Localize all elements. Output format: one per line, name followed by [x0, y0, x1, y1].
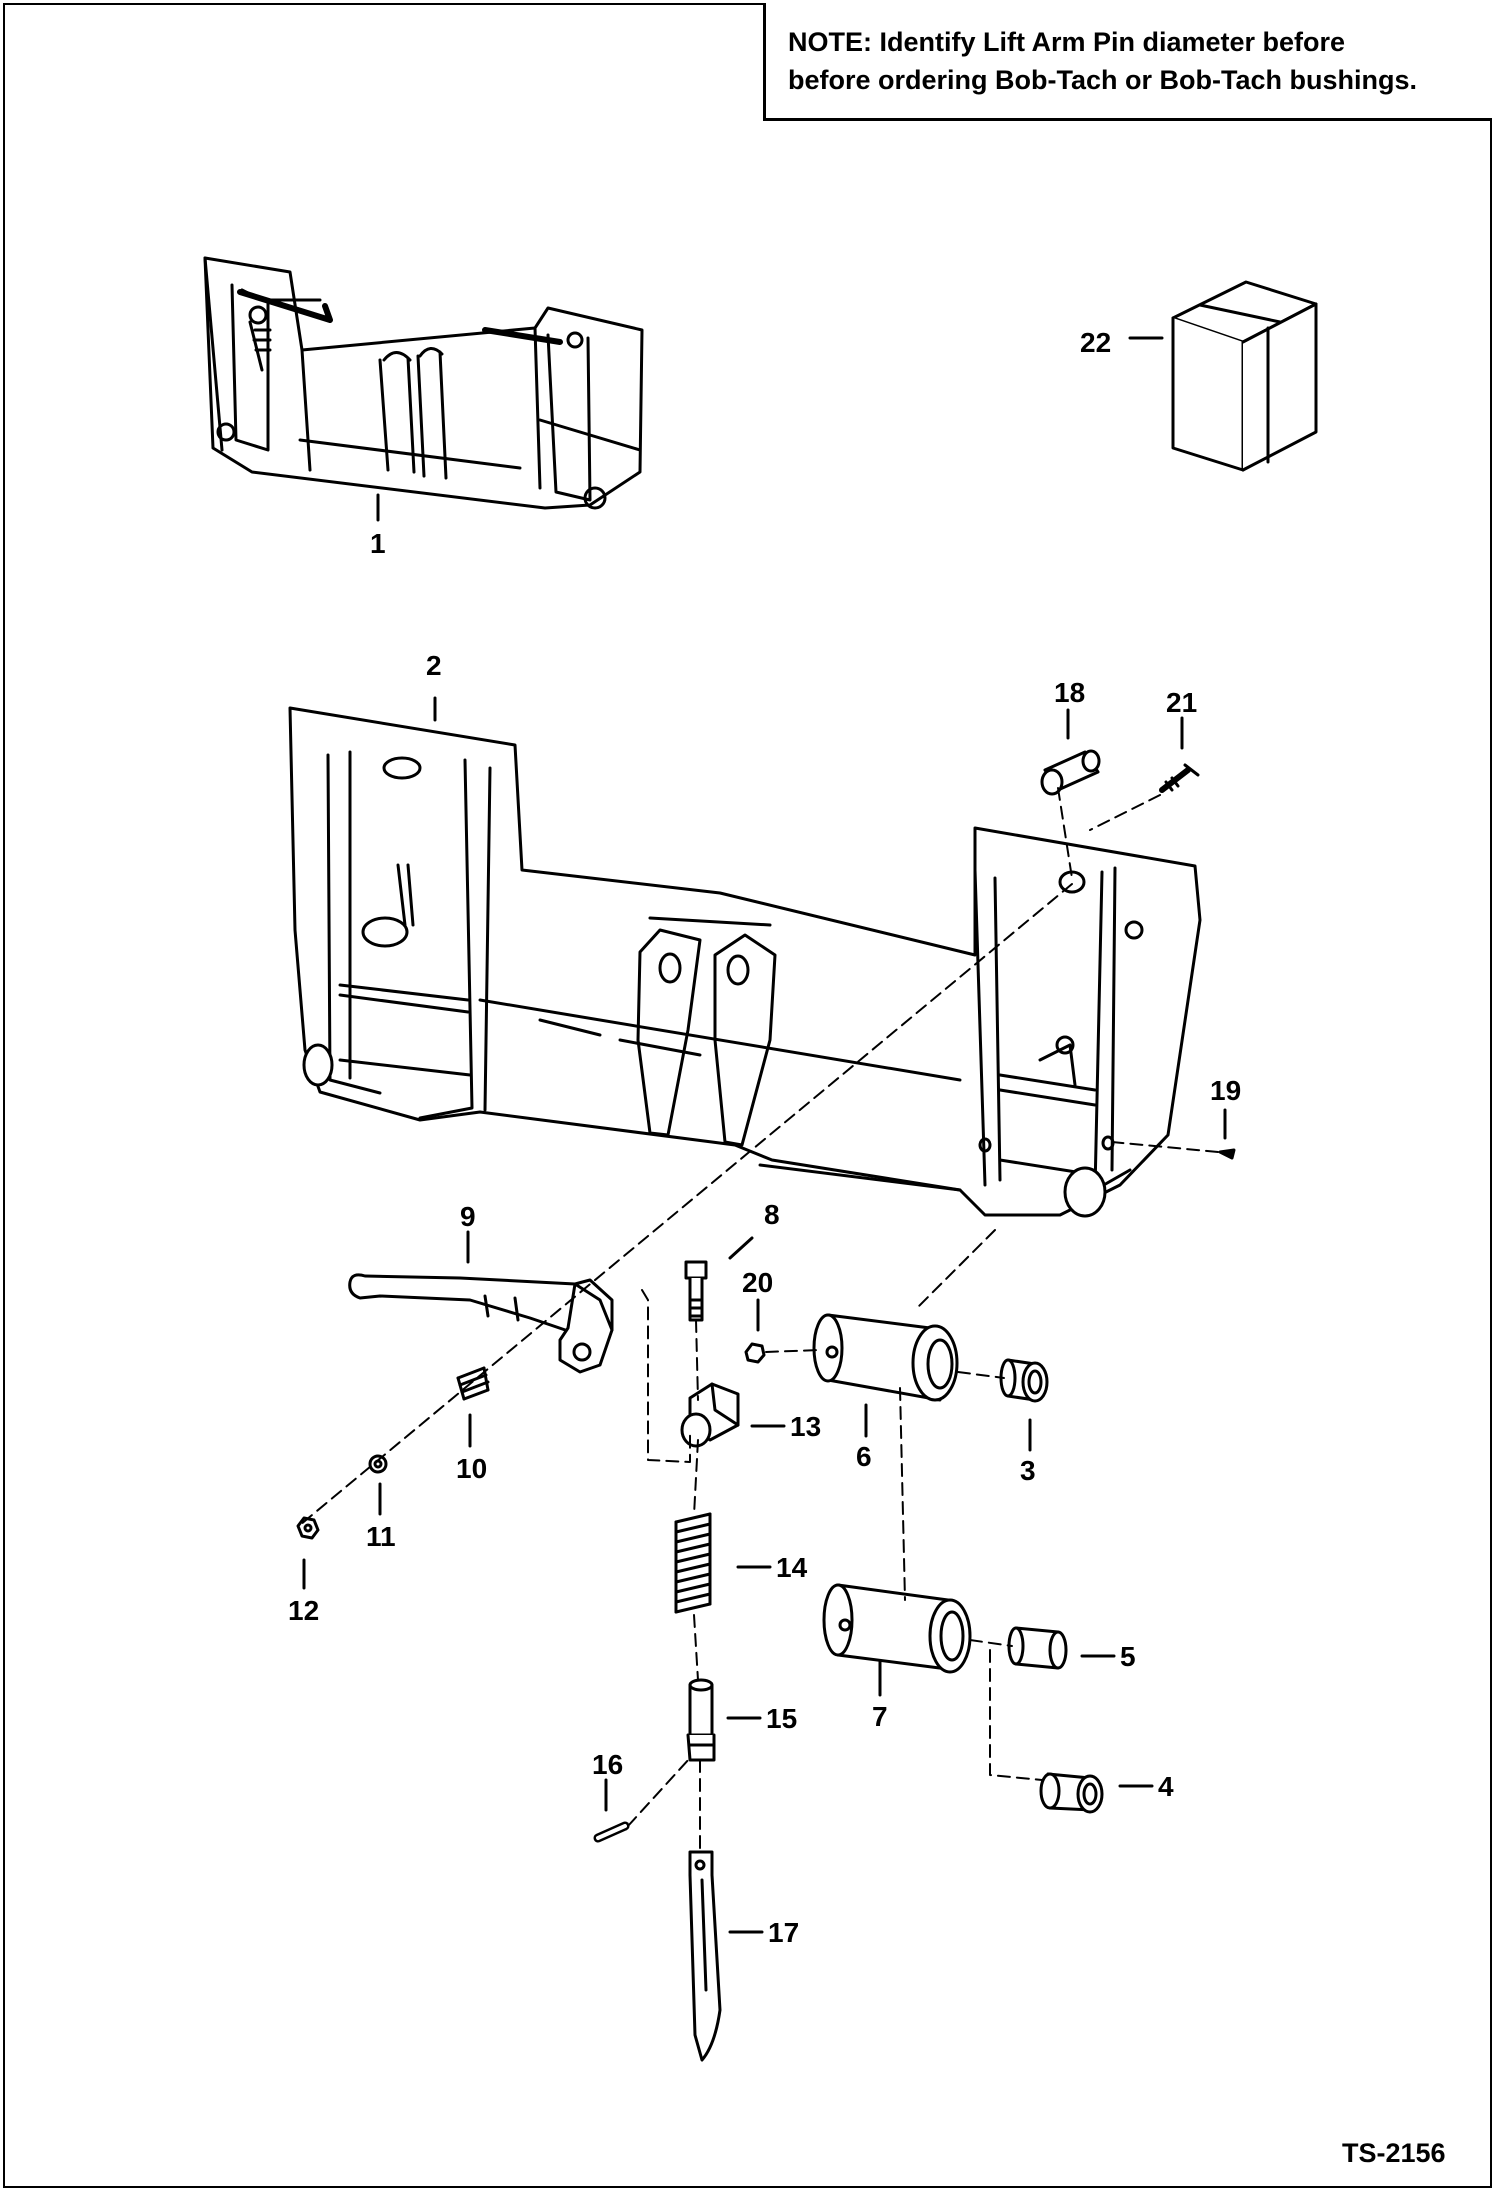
callout-2: 2 — [426, 650, 442, 681]
part-22-kit-box — [1171, 280, 1318, 472]
note-line-1: NOTE: Identify Lift Arm Pin diameter bef… — [788, 27, 1346, 57]
callout-13: 13 — [790, 1411, 821, 1442]
callout-21: 21 — [1166, 687, 1197, 718]
part-16-roll-pin — [593, 1821, 630, 1843]
part-17-wedge — [688, 1850, 722, 2062]
callout-3: 3 — [1020, 1455, 1036, 1486]
callout-16: 16 — [592, 1749, 623, 1780]
callout-15: 15 — [766, 1703, 797, 1734]
page-border — [3, 3, 1492, 2188]
callout-17: 17 — [768, 1917, 799, 1948]
part-9-lever-handle — [348, 1273, 614, 1374]
part-2-bobtach-frame — [288, 706, 1202, 1218]
part-15-pin — [686, 1678, 716, 1762]
part-8-bolt — [684, 1260, 708, 1322]
callout-10: 10 — [456, 1453, 487, 1484]
part-3-bushing — [999, 1358, 1049, 1403]
part-18-bushing — [1040, 749, 1101, 796]
drawing-number: TS-2156 — [1342, 2138, 1446, 2168]
part-11-washer — [368, 1454, 388, 1474]
note-line-2: before ordering Bob-Tach or Bob-Tach bus… — [788, 65, 1418, 95]
callout-8: 8 — [764, 1199, 780, 1230]
part-4-bushing — [1039, 1772, 1104, 1814]
callout-12: 12 — [288, 1595, 319, 1626]
callout-18: 18 — [1054, 677, 1085, 708]
part-14-spring — [674, 1512, 712, 1614]
callout-4: 4 — [1158, 1771, 1174, 1802]
leader-lines — [302, 336, 1227, 1934]
callout-9: 9 — [460, 1201, 476, 1232]
callout-7: 7 — [872, 1701, 888, 1732]
callout-11: 11 — [366, 1521, 396, 1552]
part-12-nut — [296, 1516, 320, 1540]
callout-20: 20 — [742, 1267, 773, 1298]
callout-6: 6 — [856, 1441, 872, 1472]
callout-22: 22 — [1080, 327, 1111, 358]
assembly-lines — [299, 787, 1219, 1851]
part-5-bushing — [1007, 1626, 1068, 1670]
ordering-note: NOTE: Identify Lift Arm Pin diameter bef… — [763, 3, 1492, 121]
part-1-bobtach-assembly-small — [203, 256, 644, 510]
callout-5: 5 — [1120, 1641, 1136, 1672]
part-7-bushing — [822, 1583, 972, 1674]
part-6-bushing — [812, 1313, 959, 1402]
callout-19: 19 — [1210, 1075, 1241, 1106]
callout-14: 14 — [776, 1552, 808, 1583]
part-20-nut — [744, 1342, 766, 1364]
callout-labels: 1 2 22 18 21 19 9 8 20 10 11 12 13 14 15… — [288, 327, 1241, 1948]
part-21-bolt — [1159, 763, 1200, 793]
callout-1: 1 — [370, 528, 386, 559]
part-19-grease-fitting — [1218, 1148, 1236, 1160]
